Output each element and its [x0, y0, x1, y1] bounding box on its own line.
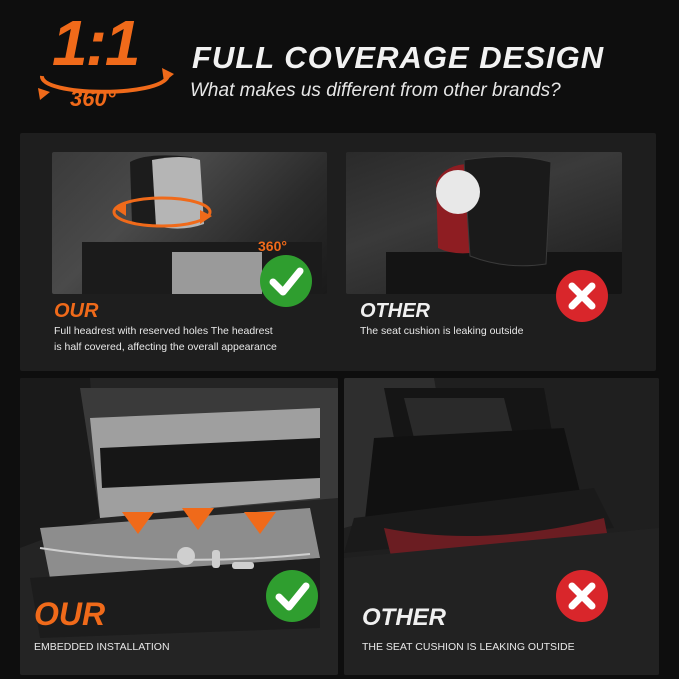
- checkmark-icon: [275, 582, 310, 611]
- logo-ratio: 1:1: [52, 7, 140, 79]
- bottom-left-heading: OUR: [34, 596, 106, 632]
- cross-icon: [568, 582, 596, 610]
- logo-degrees: 360°: [70, 86, 116, 111]
- top-left-caption-line2: is half covered, affecting the overall a…: [54, 341, 277, 353]
- down-arrow-icon: [244, 512, 276, 534]
- cross-badge: [556, 570, 608, 622]
- check-badge: [260, 255, 312, 307]
- other-seat-photo: [344, 378, 659, 675]
- cross-icon: [568, 282, 596, 310]
- down-arrow-icon: [122, 512, 154, 534]
- top-right-heading: OTHER: [360, 300, 430, 322]
- rotation-360-label: 360°: [258, 238, 287, 254]
- bottom-right-heading: OTHER: [362, 604, 446, 631]
- page-title: FULL COVERAGE DESIGN: [192, 40, 605, 75]
- our-headrest-photo: [52, 152, 327, 294]
- top-right-caption: The seat cushion is leaking outside: [360, 325, 524, 337]
- top-left-caption-line1: Full headrest with reserved holes The he…: [54, 325, 273, 337]
- bottom-right-caption: THE SEAT CUSHION IS LEAKING OUTSIDE: [362, 641, 575, 653]
- logo: [30, 8, 180, 118]
- seat-headrest-illustration: [386, 155, 622, 294]
- top-left-heading: OUR: [54, 300, 99, 322]
- check-badge: [266, 570, 318, 622]
- seat-cushion-illustration: [20, 378, 338, 675]
- down-arrow-icon: [182, 508, 214, 530]
- bottom-left-caption: EMBEDDED INSTALLATION: [34, 641, 170, 653]
- cross-badge: [556, 270, 608, 322]
- rotation-arrow-icon: [38, 68, 174, 100]
- checkmark-icon: [269, 267, 304, 296]
- seat-headrest-illustration: [82, 155, 322, 294]
- seat-cushion-illustration: [344, 378, 659, 675]
- page-subtitle: What makes us different from other brand…: [190, 80, 561, 101]
- our-seat-photo: [20, 378, 338, 675]
